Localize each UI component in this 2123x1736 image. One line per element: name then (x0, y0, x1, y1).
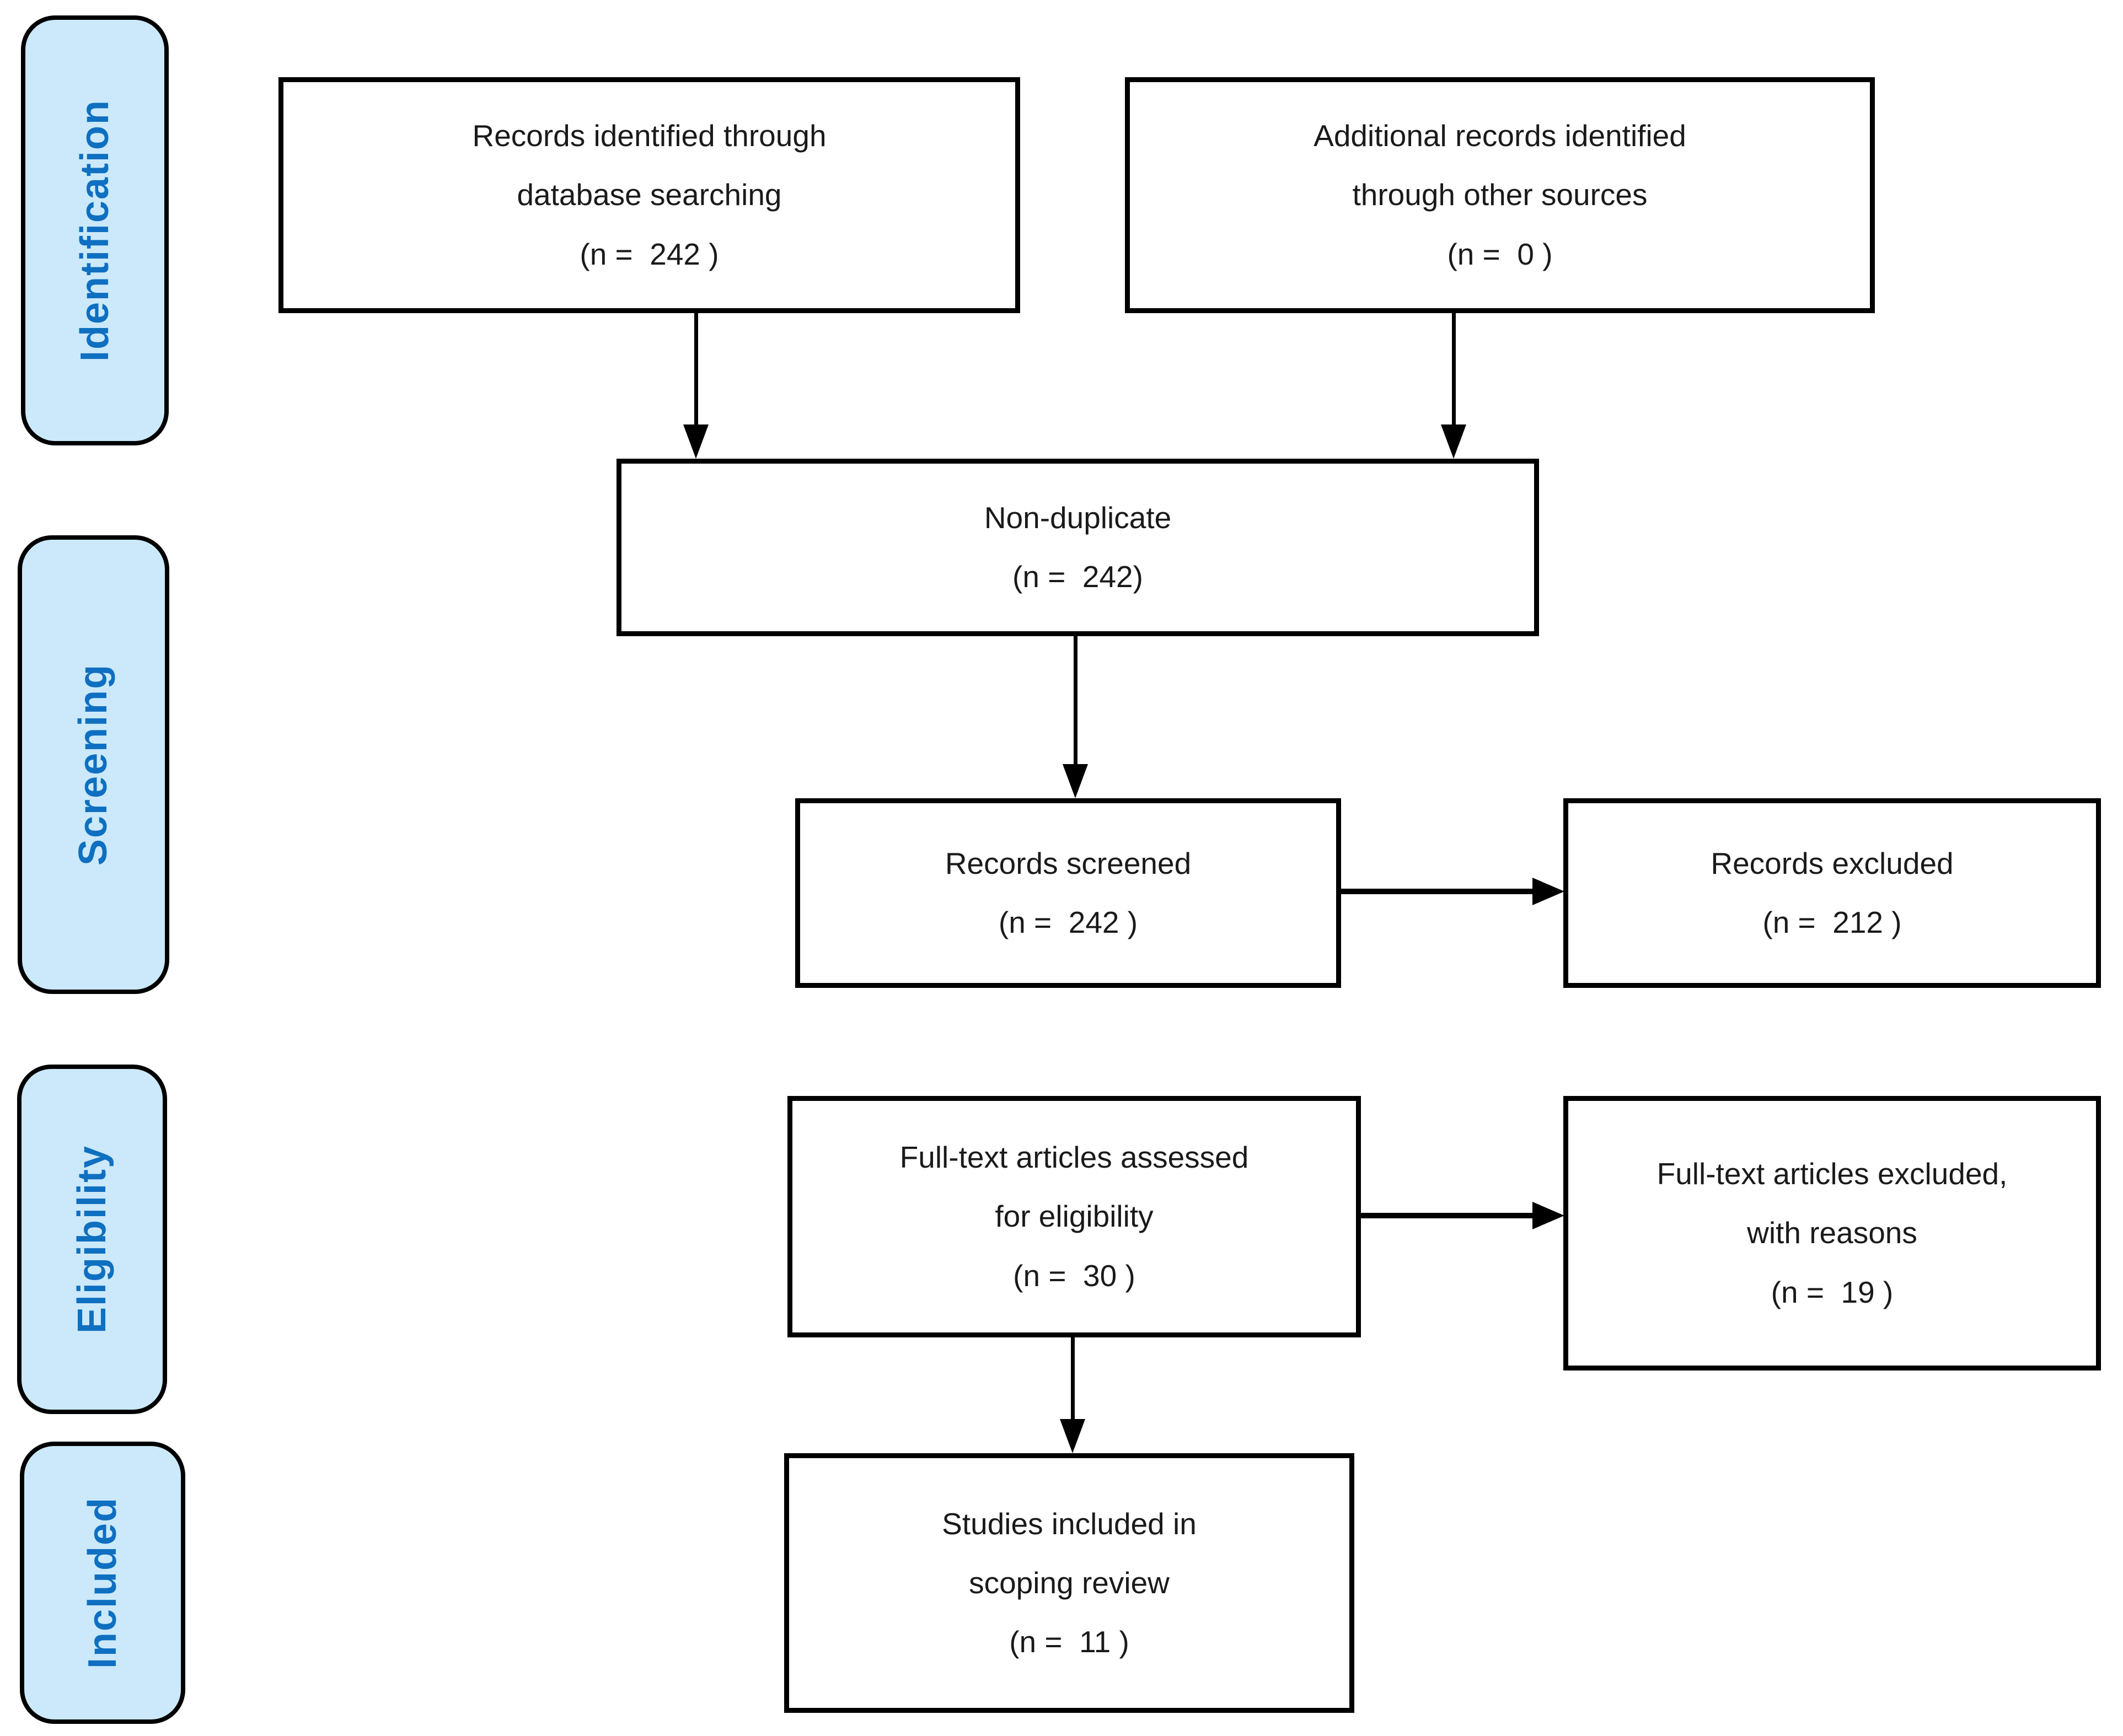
box-studies-included: Studies included in scoping review (n = … (784, 1453, 1354, 1713)
box-records-screened: Records screened (n = 242 ) (795, 798, 1341, 988)
arrowhead-down-icon (1063, 764, 1088, 798)
box-text-line: scoping review (969, 1565, 1170, 1600)
box-records-excluded: Records excluded (n = 212 ) (1563, 798, 2101, 988)
connector-assessed-to-fulltext-excluded (1358, 1213, 1534, 1218)
box-non-duplicate: Non-duplicate (n = 242) (616, 459, 1539, 636)
stage-identification-label: Identification (73, 99, 117, 362)
box-count-line: (n = 242 ) (580, 237, 719, 271)
box-count-line: (n = 242 ) (998, 905, 1138, 939)
box-text-line: with reasons (1747, 1216, 1917, 1250)
box-text-line: Records screened (945, 846, 1192, 880)
box-text-line: Records excluded (1711, 846, 1954, 880)
arrowhead-right-icon (1532, 878, 1564, 905)
box-count-line: (n = 0 ) (1447, 237, 1553, 271)
stage-eligibility: Eligibility (17, 1065, 167, 1414)
connector-nonduplicate-to-screened (1074, 636, 1077, 765)
stage-screening: Screening (18, 535, 169, 994)
box-fulltext-assessed: Full-text articles assessed for eligibil… (787, 1096, 1361, 1337)
box-count-line: (n = 242) (1012, 560, 1143, 594)
arrowhead-down-icon (683, 424, 709, 459)
stage-identification: Identification (21, 15, 169, 445)
box-text-line: for eligibility (995, 1199, 1154, 1234)
connector-screened-to-excluded (1338, 889, 1534, 894)
box-text-line: through other sources (1352, 178, 1648, 212)
box-count-line: (n = 30 ) (1013, 1258, 1135, 1293)
connector-identified-to-nonduplicate (694, 313, 698, 426)
connector-additional-to-nonduplicate (1452, 313, 1456, 426)
box-text-line: Non-duplicate (984, 500, 1172, 535)
arrowhead-right-icon (1532, 1202, 1564, 1229)
box-count-line: (n = 19 ) (1771, 1275, 1894, 1309)
arrowhead-down-icon (1060, 1419, 1085, 1453)
box-count-line: (n = 212 ) (1762, 905, 1902, 939)
box-fulltext-excluded: Full-text articles excluded, with reason… (1563, 1096, 2101, 1370)
box-text-line: Full-text articles excluded, (1656, 1157, 2008, 1191)
box-additional-records: Additional records identified through ot… (1125, 77, 1875, 313)
box-text-line: Records identified through (472, 119, 827, 153)
box-count-line: (n = 11 ) (1009, 1625, 1129, 1659)
box-text-line: database searching (517, 178, 782, 212)
box-records-identified: Records identified through database sear… (278, 77, 1020, 313)
box-text-line: Full-text articles assessed (899, 1140, 1249, 1175)
stage-eligibility-label: Eligibility (70, 1144, 114, 1334)
box-text-line: Studies included in (942, 1506, 1197, 1541)
stage-screening-label: Screening (71, 663, 116, 866)
stage-included: Included (20, 1442, 185, 1724)
box-text-line: Additional records identified (1314, 119, 1686, 153)
arrowhead-down-icon (1441, 424, 1466, 459)
connector-assessed-to-included (1071, 1337, 1075, 1420)
stage-included-label: Included (81, 1496, 125, 1669)
